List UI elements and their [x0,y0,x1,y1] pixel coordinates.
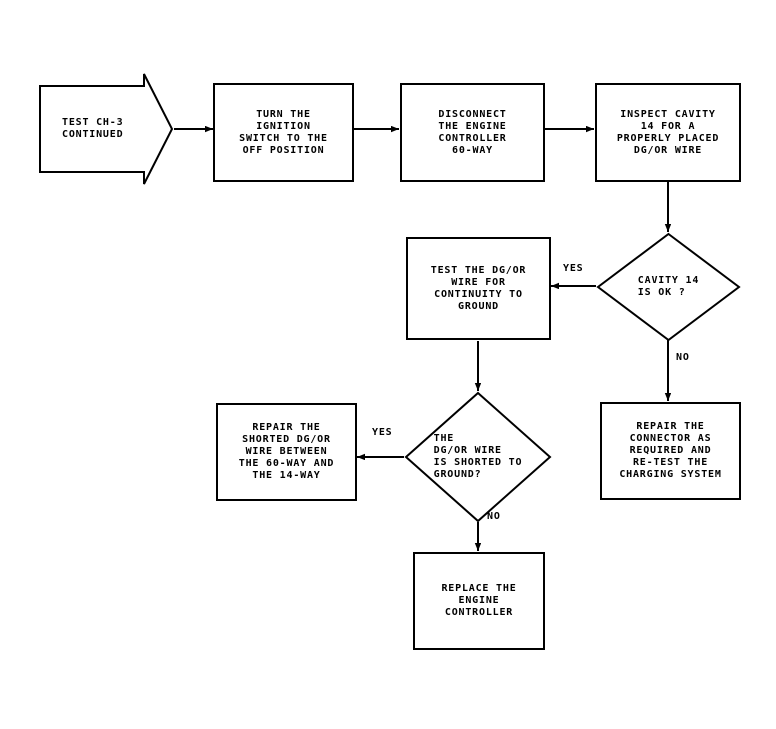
node-cavity-ok-decision: CAVITY 14 IS OK ? [596,232,741,342]
node-turn-ignition-off: TURN THE IGNITION SWITCH TO THE OFF POSI… [213,83,354,182]
node-test-continuity-to-ground-label: TEST THE DG/OR WIRE FOR CONTINUITY TO GR… [430,264,527,312]
node-wire-shorted-decision: THE DG/OR WIRE IS SHORTED TO GROUND? [404,391,552,523]
pentagon-shape [39,73,174,185]
node-repair-shorted-wire-label: REPAIR THE SHORTED DG/OR WIRE BETWEEN TH… [238,422,335,481]
node-repair-connector-label: REPAIR THE CONNECTOR AS REQUIRED AND RE-… [619,421,722,480]
node-test-continuity-to-ground: TEST THE DG/OR WIRE FOR CONTINUITY TO GR… [406,237,551,340]
node-inspect-cavity-label: INSPECT CAVITY 14 FOR A PROPERLY PLACED … [616,108,720,156]
node-cavity-ok-decision-label: CAVITY 14 IS OK ? [637,275,700,298]
node-repair-connector: REPAIR THE CONNECTOR AS REQUIRED AND RE-… [600,402,741,500]
node-disconnect-engine-controller-label: DISCONNECT THE ENGINE CONTROLLER 60-WAY [438,108,507,156]
node-replace-engine-controller: REPLACE THE ENGINE CONTROLLER [413,552,545,650]
edge-label-short-yes: YES [372,427,393,438]
node-start: TEST CH-3 CONTINUED [38,72,174,186]
edge-label-short-no: NO [487,511,501,522]
diamond-shape [596,232,741,342]
node-disconnect-engine-controller: DISCONNECT THE ENGINE CONTROLLER 60-WAY [400,83,545,182]
node-replace-engine-controller-label: REPLACE THE ENGINE CONTROLLER [441,583,517,618]
diamond-shape [404,391,552,523]
node-inspect-cavity: INSPECT CAVITY 14 FOR A PROPERLY PLACED … [595,83,741,182]
node-start-label: TEST CH-3 CONTINUED [62,117,124,140]
node-wire-shorted-decision-label: THE DG/OR WIRE IS SHORTED TO GROUND? [433,433,523,480]
edge-label-cavity-no: NO [676,352,690,363]
edge-label-cavity-yes: YES [563,263,584,274]
node-repair-shorted-wire: REPAIR THE SHORTED DG/OR WIRE BETWEEN TH… [216,403,357,501]
node-turn-ignition-off-label: TURN THE IGNITION SWITCH TO THE OFF POSI… [239,108,328,156]
